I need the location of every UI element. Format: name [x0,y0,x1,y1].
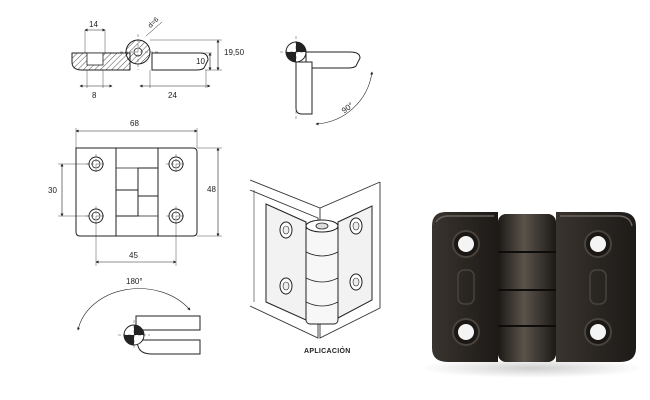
angle-90-label: 90° [340,101,355,116]
dim-hole-vertical: 30 [48,186,57,195]
angle-180-label: 180° [126,277,143,286]
dim-height-total: 19,50 [224,48,245,57]
dim-height: 48 [207,185,216,194]
dim-thickness: 10 [196,57,205,66]
dim-slot: 8 [92,91,97,100]
side-section-view: 14 d=6 19,50 10 8 24 [71,16,245,100]
hinge-photo [420,212,644,378]
plan-view: 68 48 30 45 [48,119,222,266]
dim-hole-horizontal: 45 [129,251,138,260]
application-sketch: APLICACIÓN [249,179,381,355]
dim-width: 68 [130,119,139,128]
dim-leaf: 24 [168,91,177,100]
rotation-view: 90° [280,36,374,126]
dim-hole-diameter: d=6 [147,16,160,29]
application-caption: APLICACIÓN [304,346,351,355]
open-view: 180° [77,277,201,355]
dim-width-top: 14 [89,20,98,29]
